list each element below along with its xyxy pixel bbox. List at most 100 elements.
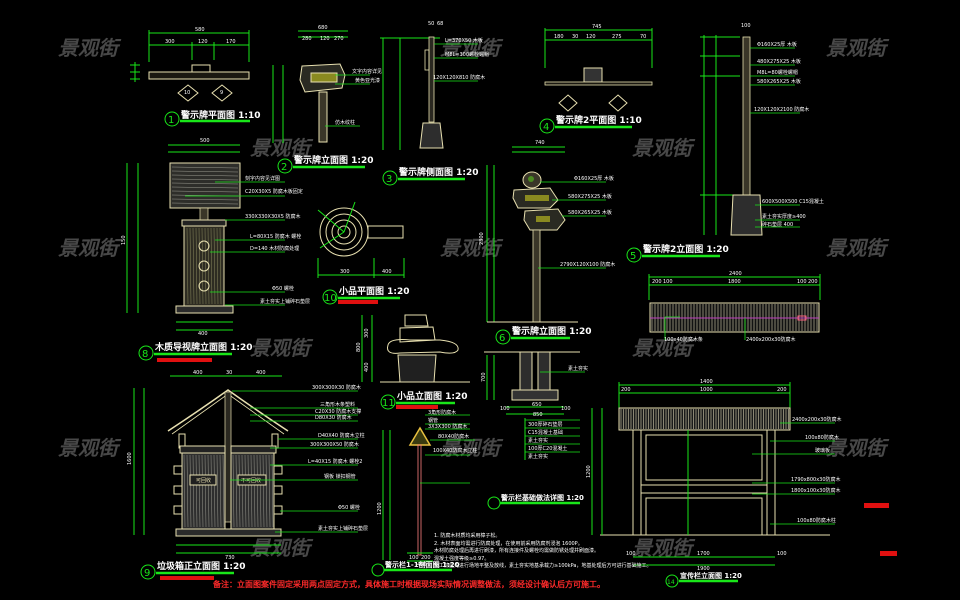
leader-label: 480X275X25 木板 <box>757 58 801 65</box>
hatch-line <box>171 198 239 201</box>
leader-label: 80X40防腐木 <box>438 433 469 440</box>
leader-label: 330X330X30X5 防腐木 <box>245 213 301 220</box>
watermark: 景观街 <box>632 136 696 160</box>
leader-label: L=370X50 木板 <box>445 37 483 44</box>
drawing-6-elevation: 740 2300 Φ160X25厚 木板 580X275X25 木板 580X2… <box>479 140 615 345</box>
leader-label: 素土夯实上铺碎石垫层 <box>318 525 368 532</box>
callout: 9 <box>220 90 223 96</box>
watermark: 景观街 <box>826 436 890 460</box>
dim-label: 800 <box>356 342 362 352</box>
drawing-3-side: 50 68 L=370X50 木板 M8L=300螺栓螺帽 120X120X81… <box>380 21 489 186</box>
detail-number-text: 11 <box>382 398 395 409</box>
hatch-line <box>256 454 259 528</box>
hatch-line <box>186 454 189 528</box>
hatch-line <box>171 166 239 169</box>
note-line: 2. 木材表面均需进行防腐处理，在使用前采用防腐剂浸泡 1600P。 <box>434 540 583 547</box>
red-marker-bar <box>338 300 378 304</box>
dim-label: 200 <box>421 555 431 561</box>
leader-label: 580X265X25 木板 <box>568 209 612 216</box>
hatch-line <box>219 454 222 528</box>
leader-label: 100x40防腐木条 <box>664 336 703 343</box>
drawing-title: 小品平面图 1:20 <box>338 285 410 297</box>
hatch-line <box>186 227 189 305</box>
hatch-line <box>171 182 239 185</box>
red-marker-bar <box>880 551 897 556</box>
hatch-line <box>262 454 265 528</box>
hatch-line <box>189 454 192 528</box>
leader-label: 三角形木条塑料 <box>320 401 355 408</box>
dim-label: 100 <box>797 279 807 285</box>
hatch-line <box>213 227 216 305</box>
hatch-line <box>259 454 262 528</box>
red-marker-bar <box>157 358 212 362</box>
hatch-line <box>171 186 239 189</box>
hatch-line <box>235 454 238 528</box>
detail-number-text: 5 <box>630 251 636 262</box>
callout: 10 <box>184 90 190 96</box>
dim-label: 500 <box>200 138 210 144</box>
dim-label: 30 <box>226 370 232 376</box>
dim-label: 1800 <box>728 279 741 285</box>
dim-label: 100 <box>777 551 787 557</box>
leader-label: M8L=300螺栓螺帽 <box>445 51 489 58</box>
hatch-line <box>238 454 241 528</box>
leader-label: D=140 木材防腐处理 <box>250 245 299 252</box>
leader-label: 素土夯实厚度≥400 <box>762 213 806 220</box>
leader-label: 仿木纹柱 <box>335 119 355 126</box>
dim-label: 300 <box>165 39 175 45</box>
detail-number-text: 1 <box>168 115 174 126</box>
hatch-line <box>253 454 256 528</box>
leader-label: 600X500X500 C15混凝土 <box>762 198 824 205</box>
dim-label: 100 <box>741 23 751 29</box>
dim-label: 850 <box>533 412 543 418</box>
leader-label: D40X40 防腐木立柱 <box>318 432 365 439</box>
bin-panel-recyclable: 可回收 <box>196 477 211 484</box>
dim-label: 200 <box>652 279 662 285</box>
drawing-title: 警示牌2立面图 1:20 <box>643 243 729 255</box>
dim-label: 120 <box>320 36 330 42</box>
leader-label: 300X300X50 防腐木 <box>310 441 359 448</box>
hatch-line <box>171 190 239 193</box>
leader-label: 1800x100x30防腐木 <box>791 487 841 494</box>
drawing-title: 警示牌立面图 1:20 <box>294 154 374 166</box>
leader-label: 300X300X30 防腐木 <box>312 384 361 391</box>
watermark-layer: 景观街 景观街 景观街 景观街 景观街 景观街 景观街 景观街 景观街 景观街 … <box>58 36 890 560</box>
leader-label: 素土夯实上铺碎石垫层 <box>260 298 310 305</box>
hatch-line <box>207 454 210 528</box>
dim-label: 740 <box>535 140 545 146</box>
leader-label: Φ160X25厚 木板 <box>574 175 614 182</box>
drawing-title: 木质导视牌立面图 1:20 <box>154 341 253 353</box>
dim-label: 170 <box>226 39 236 45</box>
watermark: 景观街 <box>632 536 696 560</box>
hatch-line <box>265 454 268 528</box>
leader-label: L=40X15 防腐木 螺栓2 <box>308 458 363 465</box>
drawing-title: 警示牌立面图 1:20 <box>512 325 592 337</box>
dim-label: 100 <box>409 555 419 561</box>
hatch-line <box>216 454 219 528</box>
dim-label: 400 <box>193 370 203 376</box>
dim-label: 700 <box>481 372 487 382</box>
dim-label: 200 <box>808 279 818 285</box>
drawing-title: 警示栏1-1剖面图 1:20 <box>385 560 460 569</box>
leader-label: L=80X15 防腐木 螺栓 <box>250 233 301 240</box>
dim-label: 100 <box>626 551 636 557</box>
leader-label: 黄色亚光漆 <box>355 77 380 84</box>
dim-label: 580 <box>195 27 205 33</box>
drawing-1-plan: 580 300 120 170 10 9 1 警示牌平面图 1:10 <box>130 27 261 127</box>
leader-label: Φ50 螺栓 <box>272 285 294 292</box>
dim-label: 100 <box>500 406 510 412</box>
leader-label: 100x80防腐木 <box>805 434 839 441</box>
dim-label: 745 <box>592 24 602 30</box>
hatch-line <box>219 227 222 305</box>
dim-label: 1000 <box>700 387 713 393</box>
drawing-13-foundation: 700 100 650 100 850 素土夯实 300厚碎石垫层 C15混凝土… <box>481 351 588 510</box>
hatch-line <box>244 454 247 528</box>
drawing-title: 警示牌侧面图 1:20 <box>399 166 479 178</box>
construction-notes: 1. 防腐木材质均采用樟子松。 2. 木材表面均需进行防腐处理，在使用前采用防腐… <box>434 532 652 569</box>
hatch-line <box>210 454 213 528</box>
dim-label: 400 <box>198 331 208 337</box>
leader-label: 2400x200x30防腐木 <box>792 416 842 423</box>
dim-label: 300 <box>364 328 370 338</box>
dim-label: 1200 <box>586 465 592 478</box>
